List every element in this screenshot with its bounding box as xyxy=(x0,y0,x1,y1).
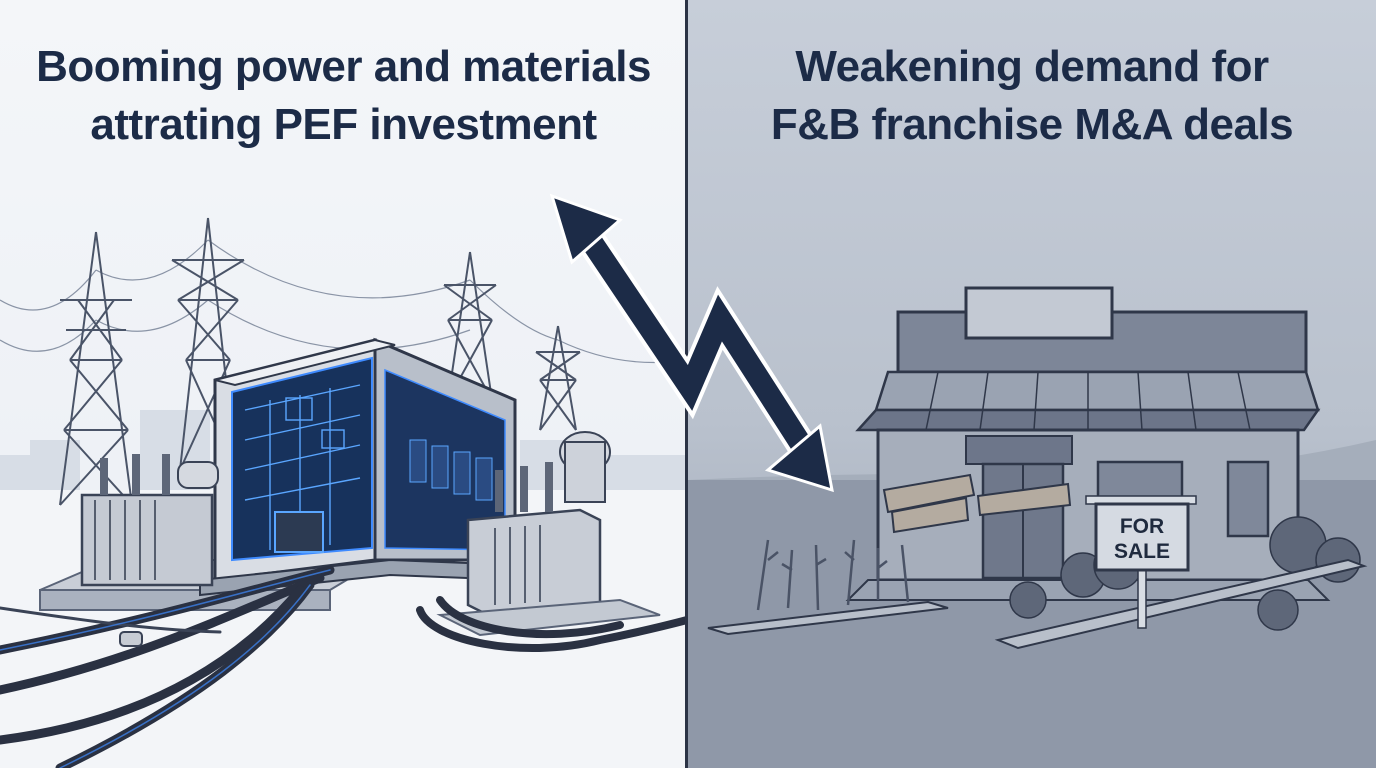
data-center-building xyxy=(199,337,521,597)
cables xyxy=(0,565,687,768)
sign-line2: SALE xyxy=(1114,540,1170,563)
left-headline-line2: attrating PEF investment xyxy=(90,100,597,149)
transmission-tower-icon xyxy=(59,217,581,506)
power-lines xyxy=(0,239,687,364)
left-panel: Booming power and materials attrating PE… xyxy=(0,0,687,768)
right-headline-line1: Weakening demand for xyxy=(795,42,1269,91)
sign-line1: FOR xyxy=(1120,515,1164,538)
left-headline: Booming power and materials attrating PE… xyxy=(0,38,687,154)
closed-restaurant-scene: FOR SALE xyxy=(688,286,1376,768)
panel-divider xyxy=(685,0,688,768)
right-headline: Weakening demand for F&B franchise M&A d… xyxy=(688,38,1376,154)
transformer-icon xyxy=(80,454,219,587)
for-sale-sign-icon: FOR SALE xyxy=(1085,495,1197,629)
right-panel: FOR SALE Weakening demand for F&B franch… xyxy=(688,0,1376,768)
power-infrastructure-scene xyxy=(0,217,687,768)
left-headline-line1: Booming power and materials xyxy=(36,42,651,91)
dead-plants xyxy=(756,539,910,611)
right-headline-line2: F&B franchise M&A deals xyxy=(770,100,1294,149)
